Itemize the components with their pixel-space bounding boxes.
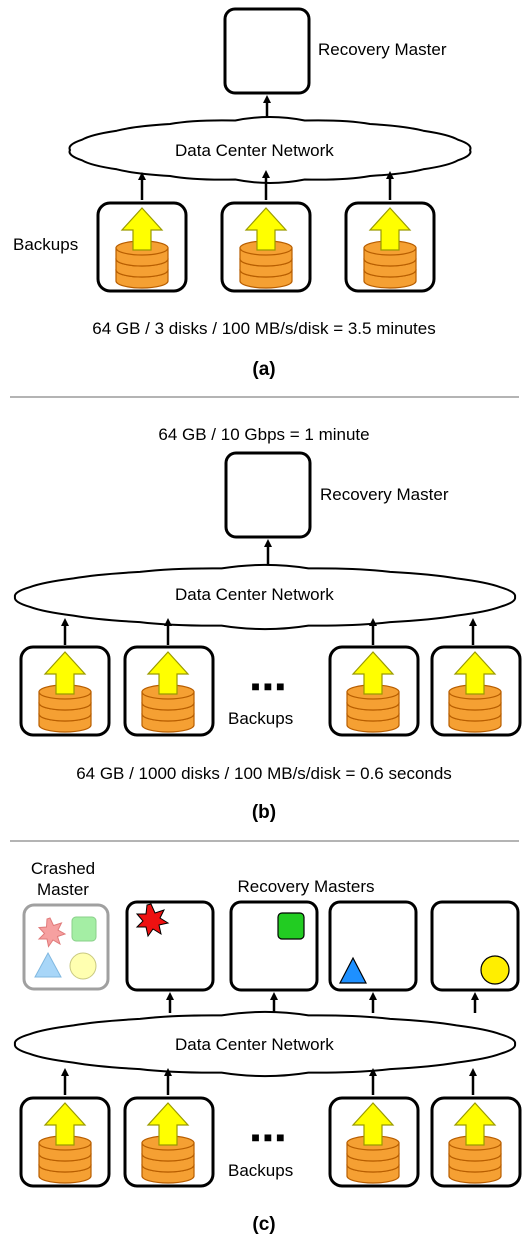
star-icon — [37, 917, 67, 948]
recovery-masters-label: Recovery Masters — [238, 877, 375, 896]
upload-arrow-icon — [351, 651, 395, 695]
disk-stack-icon — [346, 1102, 400, 1184]
panel-a: Recovery Master Data Center Network Back… — [13, 7, 472, 380]
upload-arrow-icon — [453, 1102, 497, 1146]
network-label: Data Center Network — [175, 1035, 334, 1054]
formula-a: 64 GB / 3 disks / 100 MB/s/disk = 3.5 mi… — [92, 319, 435, 338]
ellipsis: ■ ■ ■ — [251, 1129, 284, 1145]
upload-arrow-icon — [244, 207, 288, 251]
recovery-master-box — [224, 451, 312, 539]
disk-stack-icon — [239, 207, 293, 289]
disk-stack-icon — [448, 651, 502, 733]
caption-b: (b) — [252, 802, 276, 823]
panel-c: Crashed Master Recovery Masters Data Cen… — [13, 859, 522, 1235]
caption-c: (c) — [252, 1214, 275, 1235]
upload-arrow-icon — [43, 1102, 87, 1146]
backups-label: Backups — [228, 709, 293, 728]
cloud-outline — [13, 563, 517, 631]
data-center-network-cloud — [13, 563, 517, 631]
network-label: Data Center Network — [175, 585, 334, 604]
disk-stack-icon — [38, 651, 92, 733]
circle-icon — [480, 955, 510, 985]
upload-arrow-icon — [120, 207, 164, 251]
data-center-network-cloud — [68, 116, 472, 184]
triangle-icon — [339, 956, 367, 984]
disk-stack-icon — [346, 651, 400, 733]
recovery-master-label: Recovery Master — [320, 485, 449, 504]
recovery-master-label: Recovery Master — [318, 40, 447, 59]
disk-stack-icon — [141, 1102, 195, 1184]
square-icon — [277, 912, 305, 940]
square-icon — [71, 916, 97, 942]
circle-icon — [69, 952, 97, 980]
disk-stack-icon — [448, 1102, 502, 1184]
backups-label: Backups — [13, 235, 78, 254]
upload-arrow-icon — [146, 1102, 190, 1146]
disk-stack-icon — [363, 207, 417, 289]
disk-stack-icon — [141, 651, 195, 733]
upload-arrow-icon — [146, 651, 190, 695]
panel-b: 64 GB / 10 Gbps = 1 minute Recovery Mast… — [13, 425, 522, 823]
recovery-master-box — [223, 7, 311, 95]
upload-arrow-icon — [351, 1102, 395, 1146]
crashed-master-label-line1: Crashed — [31, 859, 95, 878]
upload-arrow-icon — [43, 651, 87, 695]
caption-a: (a) — [252, 359, 275, 380]
formula-b: 64 GB / 1000 disks / 100 MB/s/disk = 0.6… — [76, 764, 452, 783]
cloud-outline — [68, 116, 472, 184]
network-label: Data Center Network — [175, 141, 334, 160]
backups-label: Backups — [228, 1161, 293, 1180]
cloud-outline — [13, 1010, 517, 1078]
disk-stack-icon — [115, 207, 169, 289]
triangle-icon — [34, 951, 62, 978]
upload-arrow-icon — [368, 207, 412, 251]
disk-stack-icon — [38, 1102, 92, 1184]
crashed-master-label-line2: Master — [37, 880, 89, 899]
data-center-network-cloud — [13, 1010, 517, 1078]
bandwidth-formula: 64 GB / 10 Gbps = 1 minute — [158, 425, 369, 444]
ellipsis: ■ ■ ■ — [251, 678, 284, 694]
star-icon — [135, 903, 170, 938]
upload-arrow-icon — [453, 651, 497, 695]
